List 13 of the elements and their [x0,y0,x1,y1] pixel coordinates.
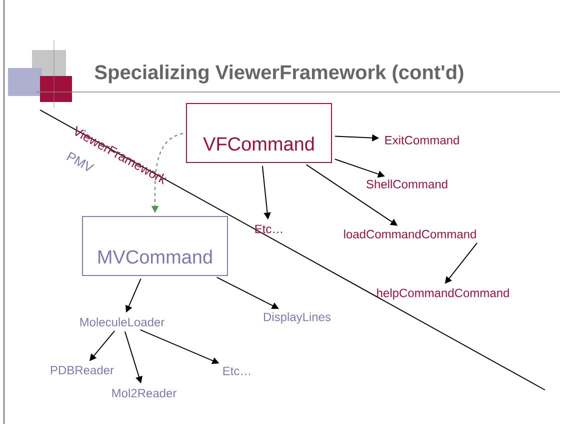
class-label: ShellCommand [366,180,448,188]
class-label: DisplayLines [264,312,331,324]
class-label: Mol2Reader [112,388,176,398]
class-label: PDBReader [50,366,114,374]
class-box: VFCommand [186,103,332,163]
class-label: loadCommandCommand [344,230,476,238]
class-label: Etc… [255,224,282,234]
class-label: MoleculeLoader [80,318,164,326]
class-box: MVCommand [82,216,228,276]
class-label: Etc… [223,366,250,376]
title: Specializing ViewerFramework (cont'd) [94,64,464,84]
class-label: ExitCommand [385,136,459,144]
class-label: helpCommandCommand [377,288,509,300]
